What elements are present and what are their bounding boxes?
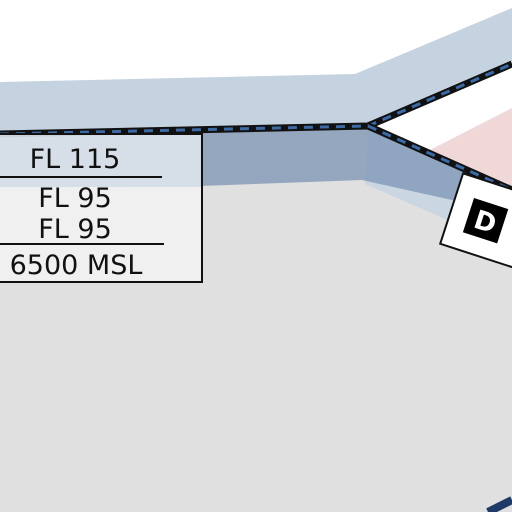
- altitude-label-box[interactable]: FL 115 FL 95 FL 95 6500 MSL: [0, 133, 203, 283]
- upper-sector-ceiling: FL 115: [30, 144, 121, 175]
- point-badge-square: [462, 197, 509, 244]
- airspace-boundary-corner: [486, 496, 512, 512]
- airspace-inner-shade: [200, 126, 470, 204]
- airspace-boundary-dash-lower: [367, 124, 512, 192]
- upper-sector-floor: FL 95: [38, 183, 112, 214]
- altitude-box-top-shade: [0, 135, 201, 187]
- point-d-badge[interactable]: D: [438, 172, 512, 273]
- lower-sector-ceiling: FL 95: [38, 214, 112, 245]
- airspace-buffer-band-upper: [0, 8, 512, 134]
- lower-sector-floor: 6500 MSL: [10, 250, 143, 281]
